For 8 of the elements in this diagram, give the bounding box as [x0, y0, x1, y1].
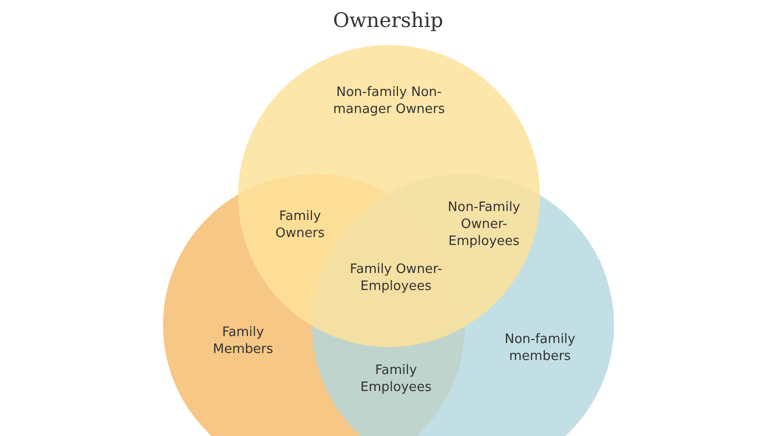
overlap-label: Non-Family Owner-Employees — [446, 198, 522, 250]
circle-label: Family Members — [212, 324, 274, 358]
overlap-label: Family Owners — [274, 208, 326, 242]
diagram-title: Ownership — [333, 8, 444, 32]
overlap-label: Family Employees — [359, 362, 433, 396]
overlap-label: Family Owner-Employees — [348, 261, 444, 295]
circle-label: Non-family Non-manager Owners — [332, 84, 446, 118]
circle-label: Non-family members — [504, 331, 576, 365]
